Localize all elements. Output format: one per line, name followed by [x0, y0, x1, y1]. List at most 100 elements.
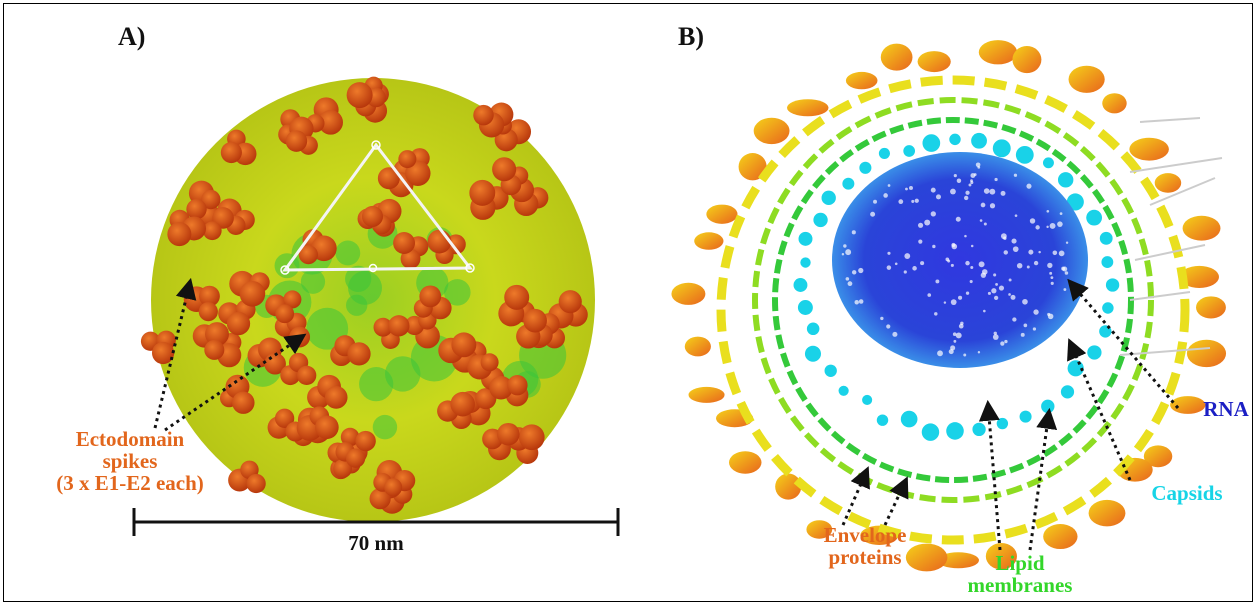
envelope-protein-blob	[985, 542, 1017, 570]
rna-speck	[892, 331, 898, 337]
rna-speck	[1065, 241, 1069, 244]
capsid-blob	[971, 132, 987, 149]
spike-lobe	[315, 415, 339, 440]
capsid-blob	[793, 278, 808, 292]
rna-speck	[886, 265, 892, 270]
capsid-blob	[1041, 399, 1055, 414]
capsid-blob	[996, 417, 1009, 430]
rna-core	[832, 152, 1088, 368]
spike-lobe	[373, 317, 393, 337]
rna-speck	[956, 178, 962, 183]
capsid-blob	[1101, 256, 1114, 268]
rna-speck	[1004, 339, 1008, 344]
capsid-blob	[797, 300, 813, 315]
rna-speck	[1050, 281, 1054, 285]
icosahedral-triangle	[280, 140, 475, 275]
rna-speck	[1047, 262, 1053, 269]
capsid-blob	[922, 134, 941, 152]
rna-speck	[1029, 218, 1036, 224]
virus-cross-section	[671, 40, 1227, 572]
rna-speck	[977, 351, 981, 354]
rna-speck	[847, 281, 853, 287]
lipid-line1: Lipid	[995, 551, 1045, 575]
rna-speck	[958, 295, 963, 300]
rna-speck	[1057, 221, 1063, 227]
spike-lobe	[492, 157, 517, 182]
rna-speck	[903, 270, 907, 274]
capsid-blob	[1105, 278, 1120, 292]
envelope-protein-blob	[688, 386, 725, 403]
rna-speck	[930, 211, 936, 217]
rna-speck	[843, 244, 847, 248]
rna-speck	[914, 198, 919, 203]
rna-speck	[950, 299, 957, 306]
capsid-blob	[806, 322, 820, 336]
ectodomain-spike-clusters	[140, 76, 588, 514]
capsid-blob	[1060, 385, 1075, 399]
capsid-blob	[878, 147, 891, 160]
envelope-protein-blob	[806, 520, 833, 539]
rna-speck	[952, 332, 957, 336]
spike-lobe	[333, 459, 353, 479]
rna-speck	[1033, 260, 1039, 266]
envelope-protein-blob	[1143, 445, 1173, 468]
envelope-line2: proteins	[828, 545, 902, 570]
rna-speck	[970, 244, 974, 248]
envelope-proteins-label: Envelope proteins	[810, 524, 920, 568]
spike-cluster	[280, 352, 317, 386]
rna-speck	[1008, 293, 1011, 296]
spike-cluster	[218, 299, 256, 336]
rna-speck	[851, 270, 857, 275]
capsid-blob	[1066, 193, 1084, 211]
rna-speck	[1028, 249, 1034, 255]
rna-speck	[911, 199, 915, 203]
rna-speck	[873, 199, 877, 204]
rna-speck	[948, 349, 954, 355]
spike-lobe	[450, 391, 475, 417]
spike-lobe	[504, 284, 530, 310]
lipid-line2: membranes	[967, 573, 1073, 598]
rna-speck	[980, 202, 986, 208]
rna-speck	[983, 309, 986, 313]
rna-speck	[1046, 225, 1049, 229]
rna-speck	[845, 277, 850, 281]
capsid-blob	[838, 385, 849, 396]
rna-speck	[979, 219, 983, 222]
capsids-label: Capsids	[1151, 481, 1223, 505]
rna-speck	[970, 179, 973, 183]
rna-speck	[934, 312, 938, 316]
panel-b-label: B)	[678, 22, 704, 51]
rna-speck	[883, 193, 888, 198]
capsid-blob	[862, 394, 873, 405]
green-patch	[444, 279, 471, 306]
rna-texture	[841, 162, 1069, 357]
capsid-blob	[1099, 231, 1113, 245]
rna-speck	[858, 299, 864, 304]
spike-cluster	[398, 148, 431, 186]
rna-speck	[937, 350, 943, 357]
spike-lobe	[398, 150, 417, 169]
spike-cluster	[509, 177, 549, 217]
spike-cluster	[361, 198, 402, 235]
spike-lobe	[507, 374, 528, 396]
spike-lobe	[345, 448, 366, 468]
rna-speck	[1026, 183, 1032, 189]
spike-cluster	[298, 229, 337, 265]
rna-speck	[1023, 323, 1028, 328]
rna-speck	[964, 195, 969, 201]
spike-cluster	[506, 424, 545, 465]
rna-speck	[1010, 294, 1016, 300]
rna-speck	[887, 251, 891, 255]
rna-speck	[989, 188, 996, 195]
spike-lobe	[285, 130, 308, 152]
envelope-protein-blob	[978, 40, 1018, 65]
rna-label: RNA	[1203, 397, 1249, 421]
rna-speck	[1003, 250, 1008, 255]
envelope-protein-blob	[1170, 396, 1206, 414]
spike-lobe	[497, 422, 520, 446]
spike-lobe	[296, 365, 317, 386]
rna-speck	[964, 234, 967, 238]
ectodomain-line1: Ectodomain	[75, 427, 185, 451]
green-patch	[385, 356, 421, 392]
rna-speck	[989, 203, 996, 209]
